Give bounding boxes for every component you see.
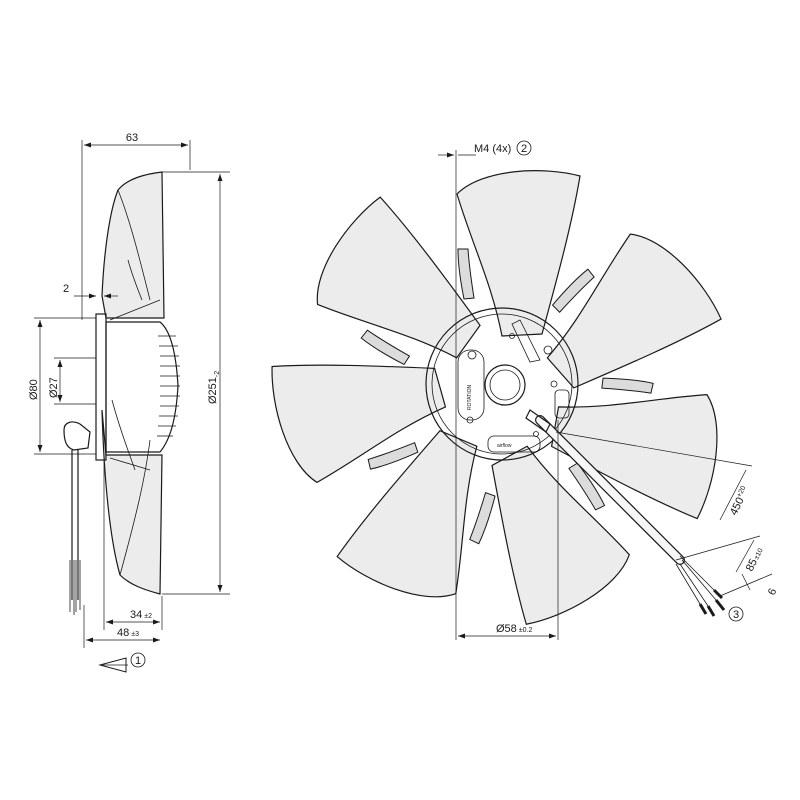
dim-6: 6 <box>766 587 779 598</box>
dim-80: Ø80 <box>28 379 40 400</box>
callout-1 <box>130 652 146 668</box>
side-blade-lower <box>101 409 163 595</box>
svg-text:3: 3 <box>733 609 739 621</box>
callout-2 <box>516 140 532 156</box>
svg-text:2: 2 <box>521 143 527 155</box>
dim-63: 63 <box>126 132 138 144</box>
cable-wires <box>675 555 726 617</box>
screw-label: M4 (4x) <box>474 143 511 155</box>
screw-hole <box>543 345 553 355</box>
dim-251: Ø251-2 <box>207 371 221 404</box>
fan-blades <box>266 170 731 630</box>
dim-58: Ø58±0.2 <box>496 623 532 635</box>
front-view: ROTATION airflow M4 (4x) <box>266 140 779 640</box>
dim-27: Ø27 <box>48 377 60 398</box>
dim-450: 450+20 <box>728 485 752 518</box>
svg-text:ROTATION: ROTATION <box>467 385 473 410</box>
svg-text:1: 1 <box>135 655 141 667</box>
side-motor <box>105 321 179 453</box>
callout-3 <box>728 606 744 622</box>
screw-hole <box>466 416 474 424</box>
hub-label-plate <box>457 349 485 421</box>
dim-48: 48±3 <box>117 627 139 639</box>
screw-hole <box>550 380 558 388</box>
dim-85: 85±10 <box>744 546 766 574</box>
cable-gland <box>525 409 551 433</box>
blade-slot <box>457 248 475 300</box>
hub-inner-ring <box>431 313 573 455</box>
hub-airflow-plate <box>487 435 541 453</box>
side-cable-gland <box>63 421 91 451</box>
side-motor-fins <box>157 335 180 437</box>
hub-shaft <box>484 364 526 406</box>
blade <box>456 170 581 337</box>
svg-text:airflow: airflow <box>497 443 512 449</box>
screw-hole <box>467 350 477 360</box>
hub-outer <box>425 307 579 461</box>
dim-2: 2 <box>63 283 69 295</box>
side-blade-upper-edge <box>117 189 151 301</box>
side-view: 63 2 Ø251-2 Ø80 Ø27 34±2 48±3 <box>28 132 230 673</box>
dim-34: 34±2 <box>130 609 152 621</box>
